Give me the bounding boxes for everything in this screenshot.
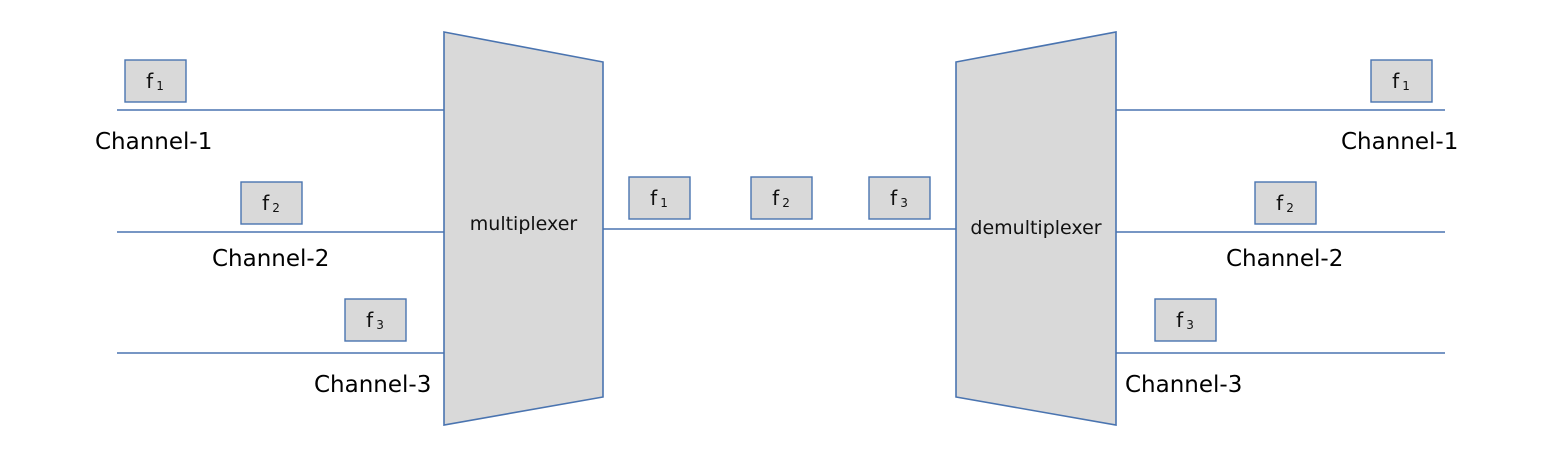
link-freq-box-1 xyxy=(628,176,691,220)
multiplexer-shape xyxy=(443,31,604,426)
input-channel-label-1: Channel-1 xyxy=(95,129,213,155)
output-channel-label-1: Channel-1 xyxy=(1341,129,1459,155)
output-freq-box-3 xyxy=(1154,298,1217,342)
input-freq-box-3 xyxy=(344,298,407,342)
output-freq-box-1 xyxy=(1370,59,1433,103)
demultiplexer-shape xyxy=(955,31,1117,426)
input-channel-label-3: Channel-3 xyxy=(314,372,432,398)
input-freq-box-1 xyxy=(124,59,187,103)
output-channel-label-3: Channel-3 xyxy=(1125,372,1243,398)
output-freq-box-2 xyxy=(1254,181,1317,225)
output-channel-label-2: Channel-2 xyxy=(1226,246,1344,272)
multiplexer-label: multiplexer xyxy=(469,213,578,235)
link-freq-box-2 xyxy=(750,176,813,220)
link-freq-box-3 xyxy=(868,176,931,220)
demultiplexer-label: demultiplexer xyxy=(970,217,1102,239)
input-freq-box-2 xyxy=(240,181,303,225)
input-channel-label-2: Channel-2 xyxy=(212,246,330,272)
